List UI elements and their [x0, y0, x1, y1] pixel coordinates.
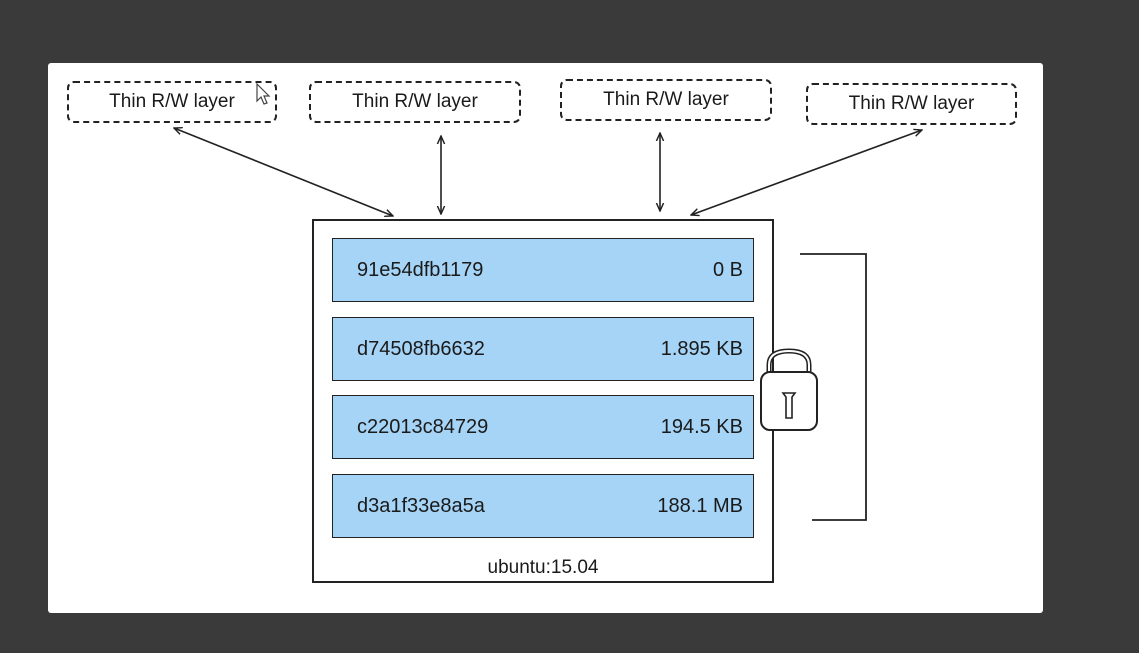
image-layer: d74508fb6632 1.895 KB: [332, 317, 754, 381]
image-box: 91e54dfb1179 0 B d74508fb6632 1.895 KB c…: [312, 219, 774, 583]
layer-size: 194.5 KB: [660, 415, 743, 438]
mouse-cursor-icon: [256, 83, 271, 105]
layer-size: 188.1 MB: [657, 494, 743, 517]
layer-size: 1.895 KB: [660, 337, 743, 360]
read-only-bracket: [800, 253, 867, 521]
rw-layer-label: Thin R/W layer: [109, 91, 235, 112]
double-arrow-4: [691, 130, 922, 215]
container-rw-layer-2: Thin R/W layer: [309, 81, 521, 123]
rw-layer-label: Thin R/W layer: [352, 91, 478, 112]
lock-icon: [760, 348, 818, 431]
connector-overlay: [48, 63, 1043, 521]
layer-id: c22013c84729: [357, 415, 489, 438]
rw-layer-label: Thin R/W layer: [603, 89, 729, 110]
layer-id: d74508fb6632: [357, 337, 485, 360]
image-layer: c22013c84729 194.5 KB: [332, 395, 754, 459]
rw-layer-label: Thin R/W layer: [848, 93, 975, 114]
container-rw-layer-1: Thin R/W layer: [67, 81, 277, 123]
diagram-slide: Thin R/W layer Thin R/W layer Thin R/W l…: [48, 63, 1043, 613]
image-name-label: ubuntu:15.04: [487, 557, 599, 578]
image-layer: 91e54dfb1179 0 B: [332, 238, 754, 302]
layer-size: 0 B: [712, 258, 743, 281]
image-layer: d3a1f33e8a5a 188.1 MB: [332, 474, 754, 538]
container-rw-layer-3: Thin R/W layer: [560, 79, 772, 121]
layer-id: 91e54dfb1179: [357, 258, 484, 281]
container-rw-layer-4: Thin R/W layer: [806, 83, 1017, 125]
double-arrow-1: [174, 128, 393, 216]
layer-id: d3a1f33e8a5a: [357, 494, 485, 517]
